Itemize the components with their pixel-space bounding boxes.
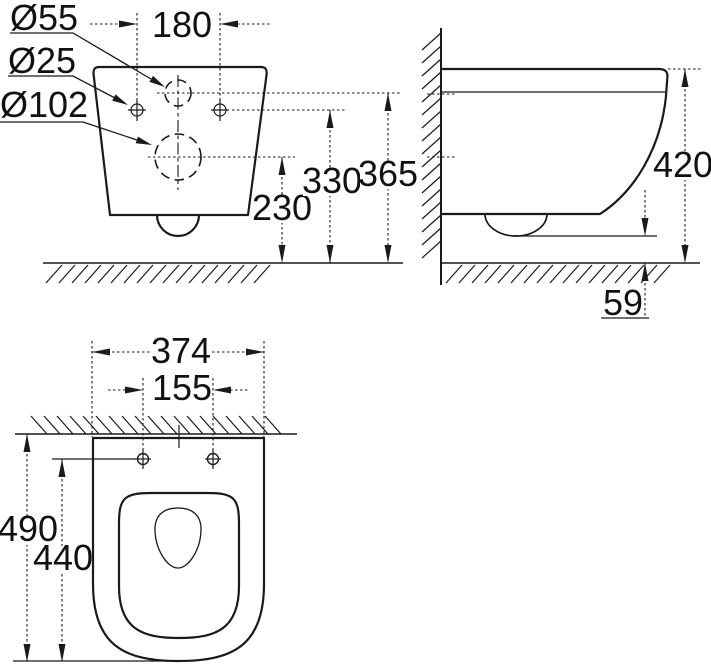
dim-label-d102: Ø102 xyxy=(0,84,88,125)
dim-374: 374 xyxy=(91,330,265,437)
dim-label-374: 374 xyxy=(151,330,211,371)
dim-label-440: 440 xyxy=(33,537,93,578)
seat-inner-outline xyxy=(117,491,241,640)
side-view: 420 59 xyxy=(421,28,711,323)
leader-d102: Ø102 xyxy=(0,84,152,145)
dim-label-d25: Ø25 xyxy=(8,40,76,81)
dim-440: 440 xyxy=(33,459,93,662)
top-view: 374 155 490 440 xyxy=(0,330,297,663)
floor-hatch-side xyxy=(445,264,671,284)
dim-180: 180 xyxy=(90,4,272,102)
toilet-side-profile xyxy=(441,67,669,216)
dim-label-420: 420 xyxy=(653,144,711,185)
dim-155: 155 xyxy=(108,367,248,452)
dim-365: 365 xyxy=(358,93,418,263)
wall-hatch-side xyxy=(421,32,442,259)
dim-490: 490 xyxy=(0,434,58,662)
bowl-outline xyxy=(154,507,202,569)
dim-label-155: 155 xyxy=(152,367,212,408)
bolt-hole-plan-left xyxy=(135,450,151,469)
leader-d55: Ø55 xyxy=(10,0,165,87)
dim-label-330: 330 xyxy=(302,160,362,201)
dim-label-180: 180 xyxy=(152,4,212,45)
leader-d25: Ø25 xyxy=(8,40,128,105)
bolt-hole-right xyxy=(211,100,229,121)
dim-label-59: 59 xyxy=(603,282,643,323)
wall-hatch-top xyxy=(30,415,282,435)
dim-label-365: 365 xyxy=(358,153,418,194)
dim-230: 230 xyxy=(252,157,312,263)
outlet-circle xyxy=(154,133,202,181)
drain-arc-side xyxy=(484,213,548,237)
dim-59: 59 xyxy=(601,190,649,323)
drain-trap-arc xyxy=(155,214,201,238)
bolt-hole-plan-right xyxy=(205,450,221,469)
dim-label-490: 490 xyxy=(0,508,58,549)
front-view: 180 Ø55 Ø25 Ø102 230 xyxy=(0,0,418,284)
dim-label-230: 230 xyxy=(252,187,312,228)
toilet-front-outline xyxy=(92,65,268,217)
dim-420: 420 xyxy=(653,68,711,263)
dim-330: 330 xyxy=(302,110,362,263)
dim-label-d55: Ø55 xyxy=(10,0,78,38)
floor-hatch-front xyxy=(45,264,271,284)
bolt-hole-left xyxy=(128,100,146,121)
